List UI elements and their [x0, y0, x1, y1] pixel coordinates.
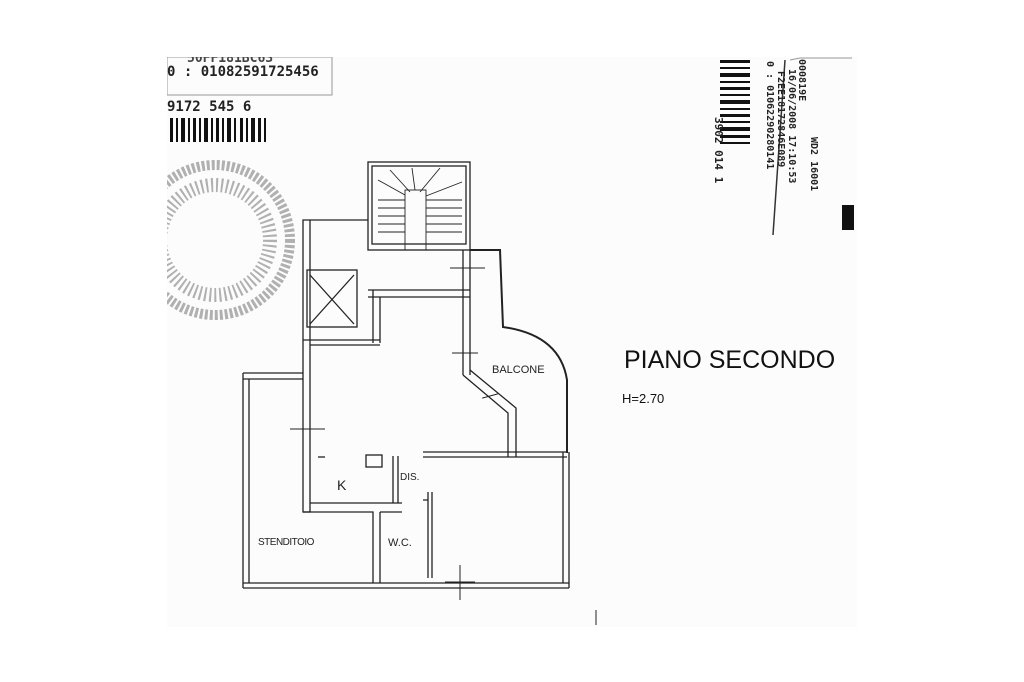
stamp-right-barcode-number: 3902 014 1 [712, 117, 725, 184]
floor-plan-drawing [167, 57, 854, 625]
floor-title: PIANO SECONDO [624, 346, 836, 374]
room-label-dis: DIS. [400, 472, 420, 483]
barcode-right [720, 60, 854, 230]
stamp-left-line2: 0 : 01082591725456 [167, 64, 319, 80]
stamp-right-line3: F2EE18172846E089 [775, 71, 786, 168]
walls [242, 161, 570, 589]
ceiling-height: H=2.70 [622, 391, 665, 406]
stamp-right-line4: 0 : 01062290280141 [764, 61, 775, 170]
window-marks [290, 267, 597, 625]
room-label-stenditoio: STENDITOIO [258, 537, 314, 548]
stamp-right-line2: 16/06/2008 17:10:53 [786, 69, 797, 184]
stamp-left-barcode-number: 9172 545 6 [167, 99, 252, 115]
barcode-left [170, 118, 266, 142]
official-seal [167, 160, 295, 320]
stamp-right-code: WD2 16001 [808, 137, 819, 192]
room-label-wc: W.C. [388, 537, 412, 549]
stamp-right-line1: 000819E [796, 59, 807, 102]
room-label-balcone: BALCONE [492, 364, 545, 376]
scanned-floor-plan: 50FF181BC63 0 : 01082591725456 9172 545 … [167, 57, 857, 627]
stamp-left-line1: 50FF181BC63 [187, 57, 274, 66]
room-label-kitchen: K [337, 477, 347, 493]
